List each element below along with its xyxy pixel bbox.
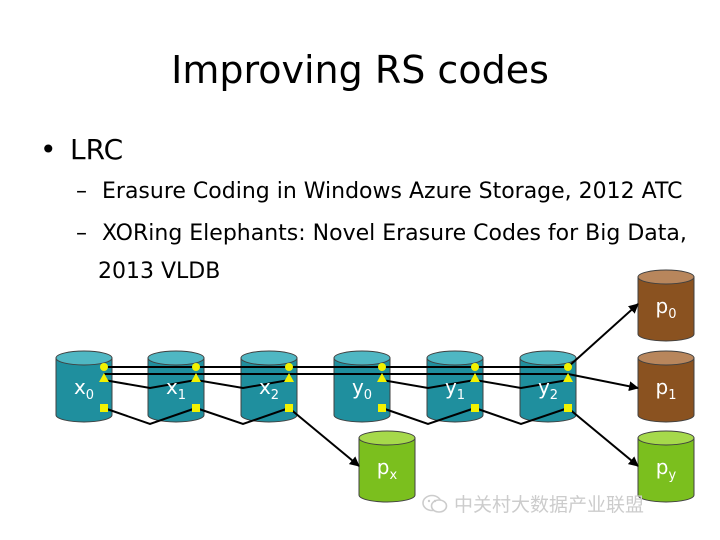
marker-triangle xyxy=(191,373,201,382)
sub-bullet-2-text: XORing Elephants: Novel Erasure Codes fo… xyxy=(102,221,687,246)
cylinder-body xyxy=(637,357,695,423)
bullet-text: LRC xyxy=(70,133,124,166)
sub-bullet-1-text: Erasure Coding in Windows Azure Storage,… xyxy=(102,179,683,204)
local-link-y0-y1 xyxy=(381,407,476,426)
marker-square xyxy=(378,404,386,412)
watermark-text: 中关村大数据产业联盟 xyxy=(454,494,645,516)
marker-square xyxy=(192,404,200,412)
cylinder-top xyxy=(637,269,695,285)
arrow-to-px xyxy=(288,407,360,467)
cylinder-body xyxy=(55,357,113,423)
cylinder-body xyxy=(358,437,416,503)
link-y1-y2 xyxy=(474,379,569,390)
wechat-icon xyxy=(422,494,448,513)
global-parity-p1 xyxy=(637,350,695,423)
link-y0-y1 xyxy=(381,379,476,390)
link-x1-x2 xyxy=(195,379,290,390)
cylinder-top xyxy=(637,350,695,366)
arrow-to-p1 xyxy=(567,373,639,392)
marker-triangle xyxy=(284,373,294,382)
local-parity-py xyxy=(637,430,695,503)
local-link-x0-x1 xyxy=(103,407,197,426)
bullet-dot: • xyxy=(40,133,57,166)
global-parity-p0 xyxy=(637,269,695,342)
marker-triangle xyxy=(99,373,109,382)
marker-dot xyxy=(378,363,386,371)
marker-dot xyxy=(100,363,108,371)
marker-dot xyxy=(471,363,479,371)
marker-square xyxy=(471,404,479,412)
marker-dot xyxy=(285,363,293,371)
cylinder-body xyxy=(637,276,695,342)
cylinder-top xyxy=(55,350,113,366)
marker-triangle xyxy=(377,373,387,382)
marker-square xyxy=(564,404,572,412)
cylinder-top xyxy=(519,350,577,366)
cylinder-body xyxy=(637,437,695,503)
local-parity-px xyxy=(358,430,416,503)
sub-bullet-2-continuation: 2013 VLDB xyxy=(98,259,221,284)
cylinder-top xyxy=(358,430,416,446)
dash-1: – xyxy=(76,179,87,204)
arrow-to-p0 xyxy=(567,303,639,368)
data-block-x0 xyxy=(55,350,113,423)
marker-square xyxy=(285,404,293,412)
marker-dot xyxy=(564,363,572,371)
local-link-x1-x2 xyxy=(195,407,290,426)
cylinder-top xyxy=(147,350,205,366)
marker-triangle xyxy=(470,373,480,382)
local-link-y1-y2 xyxy=(474,407,569,426)
dash-2: – xyxy=(76,221,87,246)
link-x0-x1 xyxy=(103,379,197,390)
slide-title: Improving RS codes xyxy=(171,48,549,92)
cylinder-top xyxy=(333,350,391,366)
cylinder-top xyxy=(637,430,695,446)
arrow-to-py xyxy=(567,407,639,467)
watermark: 中关村大数据产业联盟 xyxy=(422,490,644,517)
marker-dot xyxy=(192,363,200,371)
cylinder-top xyxy=(240,350,298,366)
marker-triangle xyxy=(563,373,573,382)
marker-square xyxy=(100,404,108,412)
cylinder-top xyxy=(426,350,484,366)
